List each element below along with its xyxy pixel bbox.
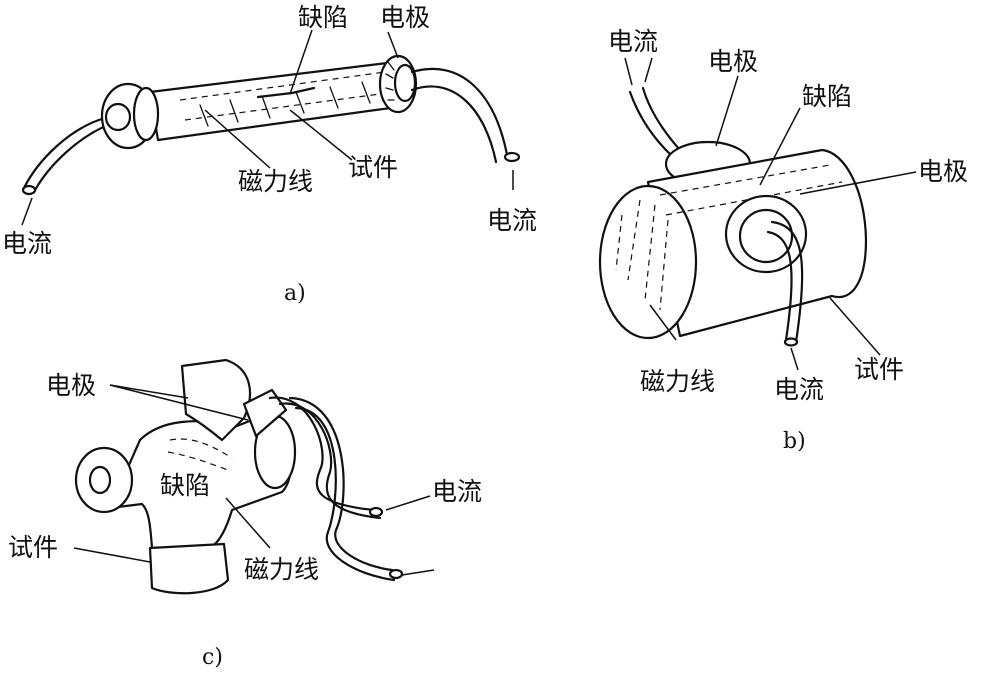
label-b-field-lines: 磁力线	[640, 367, 715, 396]
diagram-b: 电流 电极 缺陷 电极 磁力线 电流 试件 b)	[598, 27, 968, 454]
cable-end-bottom	[783, 337, 799, 347]
cable-end-c-b	[388, 568, 404, 580]
defect-mark	[256, 86, 316, 99]
label-c-specimen: 试件	[8, 533, 58, 562]
label-b-defect: 缺陷	[802, 82, 852, 111]
electrode-left	[100, 82, 160, 150]
label-b-current-bottom: 电流	[774, 375, 824, 404]
label-b-current-top: 电流	[608, 27, 658, 56]
cable-c-b	[288, 396, 394, 572]
caption-a: a)	[284, 281, 306, 306]
label-c-current: 电流	[432, 477, 482, 506]
label-c-defect: 缺陷	[160, 471, 210, 500]
cable-top	[628, 90, 674, 158]
label-a-defect: 缺陷	[298, 3, 348, 32]
caption-b: b)	[783, 429, 806, 454]
specimen-rod	[148, 60, 407, 142]
label-b-electrode-top: 电极	[708, 47, 758, 76]
cable-right	[410, 67, 510, 162]
cable-left	[22, 116, 107, 190]
caption-c: c)	[202, 645, 223, 670]
diagram-c: 电极 缺陷 电流 试件 磁力线 c)	[8, 358, 482, 670]
label-c-field-lines: 磁力线	[244, 555, 319, 584]
cable-end-c-a	[368, 506, 384, 518]
diagram-a: 缺陷 电极 磁力线 试件 电流 电流 a)	[2, 3, 537, 306]
label-b-specimen: 试件	[854, 355, 904, 384]
electrode-right	[378, 54, 418, 114]
label-a-specimen: 试件	[348, 153, 398, 182]
label-a-electrode: 电极	[380, 3, 430, 32]
label-b-electrode-right: 电极	[918, 157, 968, 186]
label-a-current-right: 电流	[487, 206, 537, 235]
cable-end-right	[503, 151, 521, 163]
electrode-prods	[180, 358, 288, 442]
label-a-field-lines: 磁力线	[238, 167, 313, 196]
cable-bottom	[766, 230, 793, 342]
label-a-current-left: 电流	[2, 229, 52, 258]
label-c-electrode: 电极	[46, 371, 96, 400]
cable-end-left	[21, 184, 37, 196]
